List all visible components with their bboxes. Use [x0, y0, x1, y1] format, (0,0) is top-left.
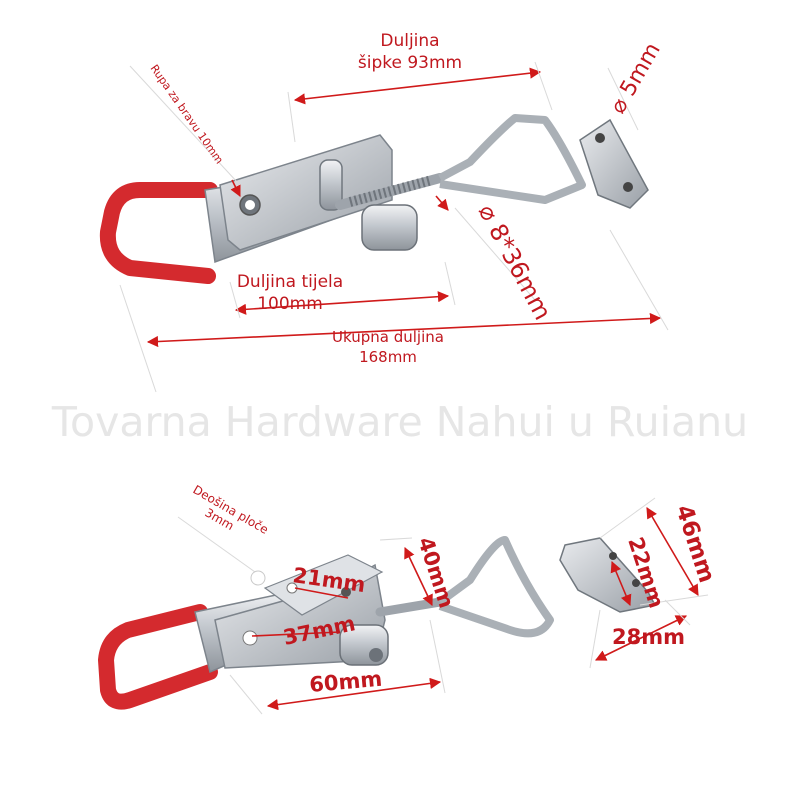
rod-size-pointer	[435, 195, 449, 211]
top-red-handle	[99, 182, 218, 284]
rod-size-label: ⌀ 8*36mm	[473, 200, 557, 325]
top-latch-drawing	[99, 114, 649, 284]
dim-40-line	[404, 546, 433, 607]
lock-hole-pointer	[230, 179, 241, 198]
top-thread	[348, 175, 434, 207]
top-lock-hole-inner	[245, 200, 255, 210]
dim-22-line	[610, 560, 632, 607]
bottom-latch-drawing	[98, 536, 657, 710]
lock-hole-label: Rupa za bravu 10mm	[148, 62, 226, 166]
top-latch-body	[219, 134, 393, 251]
top-pivot-rod	[319, 159, 343, 211]
dim-46-label: 46mm	[670, 502, 719, 586]
top-hook-hole-2	[623, 182, 633, 192]
bottom-plate-hole-3	[242, 630, 258, 646]
dim-46-line	[646, 507, 699, 596]
rod-length-label-1: Duljina	[380, 31, 439, 51]
bottom-red-handle	[98, 604, 218, 710]
dim-37-line	[251, 631, 341, 637]
bottom-extension-lines	[177, 497, 709, 715]
diameter-5-label: ⌀ 5mm	[606, 39, 666, 118]
body-length-label-2: 100mm	[257, 294, 323, 314]
total-length-label-2: 168mm	[359, 348, 417, 366]
top-wire-loop	[438, 114, 586, 204]
rod-length-line	[293, 67, 542, 105]
watermark: Tovarna Hardware Nahui u Ruianu	[51, 398, 748, 446]
dim-60-label: 60mm	[308, 667, 383, 697]
dim-40-label: 40mm	[413, 534, 458, 611]
bottom-dimensions	[251, 507, 699, 711]
top-dimensions	[146, 67, 662, 348]
dim-28-line	[594, 615, 688, 661]
bottom-pivot-pin	[369, 648, 383, 662]
body-length-line	[234, 291, 450, 315]
bottom-upper-plate	[263, 554, 384, 616]
total-length-line	[146, 312, 662, 348]
dim-60-line	[266, 677, 442, 711]
top-hook-plate	[579, 118, 649, 209]
bottom-hook-hole-2	[632, 579, 640, 587]
total-length-label-1: Ukupna duljina	[332, 328, 444, 346]
dim-28-label: 28mm	[612, 625, 685, 649]
top-knuckle	[361, 204, 418, 251]
top-hook-hole-1	[595, 133, 605, 143]
bottom-wire-loop	[437, 536, 554, 638]
rod-length-label-2: šipke 93mm	[358, 53, 462, 73]
bottom-hook-hole-1	[609, 552, 617, 560]
bottom-plate-hole-2	[341, 587, 351, 597]
body-length-label-1: Duljina tijela	[237, 272, 343, 292]
plate-thickness-marker	[250, 570, 266, 586]
dim-21-line	[294, 587, 349, 599]
top-extension-lines	[119, 61, 669, 393]
